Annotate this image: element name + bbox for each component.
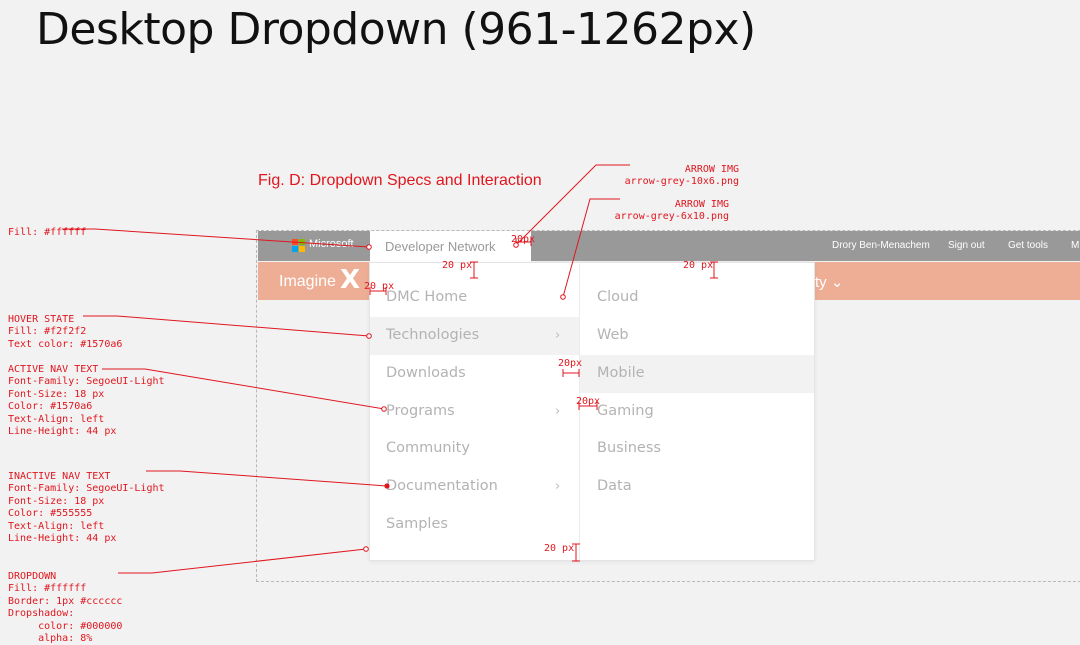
page-title: Desktop Dropdown (961-1262px) xyxy=(36,4,756,55)
hover-state-annotation: HOVER STATE Fill: #f2f2f2 Text color: #1… xyxy=(8,314,123,350)
spacing-measure: 20 px xyxy=(364,281,395,292)
subnav-item-gaming[interactable]: Gaming xyxy=(597,403,654,419)
imagine-label[interactable]: Imagine xyxy=(279,273,336,290)
spacing-measure: 20 px xyxy=(442,260,473,271)
chevron-right-icon: › xyxy=(555,479,561,494)
subnav-item-cloud[interactable]: Cloud xyxy=(597,289,639,305)
spacing-measure: 20px xyxy=(511,234,536,245)
active-nav-annotation: ACTIVE NAV TEXT Font-Family: SegoeUI-Lig… xyxy=(8,364,165,438)
nav-item-dmc-home[interactable]: DMC Home xyxy=(386,289,468,305)
sign-out-link[interactable]: Sign out xyxy=(948,240,985,251)
figure-caption: Fig. D: Dropdown Specs and Interaction xyxy=(258,172,542,189)
subnav-item-business[interactable]: Business xyxy=(597,440,661,456)
spacing-measure: 20 px xyxy=(544,543,575,554)
spacing-measure: 20px xyxy=(558,358,583,369)
inactive-nav-annotation: INACTIVE NAV TEXT Font-Family: SegoeUI-L… xyxy=(8,471,165,545)
nav-item-samples[interactable]: Samples xyxy=(386,516,448,532)
active-subitem-highlight xyxy=(580,355,814,393)
nav-item-programs[interactable]: Programs xyxy=(386,403,455,419)
get-tools-link[interactable]: Get tools xyxy=(1008,240,1049,251)
subnav-item-mobile[interactable]: Mobile xyxy=(597,365,645,381)
nav-item-downloads[interactable]: Downloads xyxy=(386,365,466,381)
dropdown-panel xyxy=(369,262,815,561)
dropdown-annotation: DROPDOWN Fill: #ffffff Border: 1px #cccc… xyxy=(8,571,123,645)
more-link[interactable]: M xyxy=(1071,240,1080,251)
imagine-logo-icon: X xyxy=(340,265,361,295)
brand-label[interactable]: Microsoft xyxy=(309,238,354,250)
nav-item-community[interactable]: Community xyxy=(386,440,470,456)
developer-network-tab[interactable]: Developer Network xyxy=(370,231,531,262)
chevron-right-icon: › xyxy=(555,328,561,343)
spacing-measure: 20 px xyxy=(683,260,714,271)
developer-network-label: Developer Network xyxy=(385,239,496,254)
nav-item-clipped[interactable]: ty ⌄ xyxy=(815,274,844,291)
nav-item-technologies[interactable]: Technologies xyxy=(386,327,480,343)
nav-item-documentation[interactable]: Documentation xyxy=(386,478,498,494)
spec-frame xyxy=(256,230,1080,582)
fill-annotation: Fill: #ffffff xyxy=(8,227,87,238)
arrow-img-annotation-1: ARROW IMG arrow-grey-10x6.png xyxy=(624,164,739,188)
subnav-item-data[interactable]: Data xyxy=(597,478,632,494)
user-name-link[interactable]: Drory Ben-Menachem xyxy=(832,240,930,251)
dropdown-divider xyxy=(579,262,580,561)
chevron-right-icon: › xyxy=(555,404,561,419)
spacing-measure: 20px xyxy=(576,396,601,407)
hover-row-highlight xyxy=(370,317,579,355)
arrow-img-annotation-2: ARROW IMG arrow-grey-6x10.png xyxy=(614,199,729,223)
subnav-item-web[interactable]: Web xyxy=(597,327,629,343)
